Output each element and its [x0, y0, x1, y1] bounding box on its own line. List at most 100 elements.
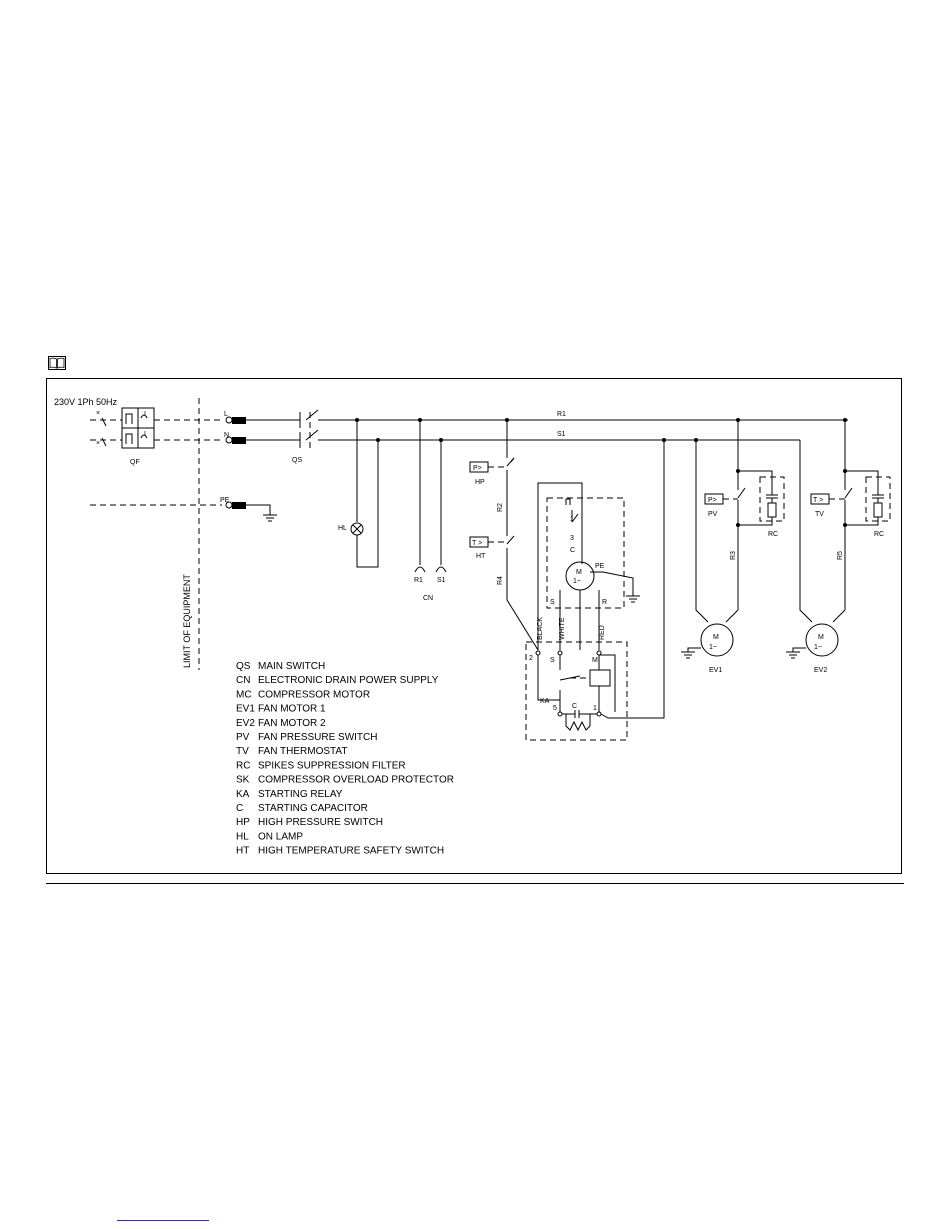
- svg-text:P>: P>: [708, 497, 717, 504]
- footer-rule: [46, 883, 904, 884]
- terminal-block: L N PE: [220, 411, 277, 522]
- on-lamp-hl: HL: [338, 420, 379, 568]
- legend-description: STARTING CAPACITOR: [258, 803, 368, 814]
- svg-text:RC: RC: [874, 531, 884, 538]
- manual-book-icon: [48, 356, 66, 370]
- main-switch-qs: QS: [292, 409, 319, 464]
- legend-description: MAIN SWITCH: [258, 661, 325, 672]
- svg-text:3: 3: [570, 535, 574, 542]
- legend-description: SPIKES SUPPRESSION FILTER: [258, 760, 406, 771]
- svg-text:1~: 1~: [814, 644, 822, 651]
- svg-text:C: C: [570, 547, 575, 554]
- legend-code: EV2: [236, 718, 255, 729]
- legend-code: RC: [236, 760, 250, 771]
- limit-of-equipment-label: LIMIT OF EQUIPMENT: [182, 574, 192, 668]
- svg-text:1~: 1~: [573, 578, 581, 585]
- fan-motor-ev1: M 1~ EV1: [681, 440, 739, 674]
- svg-text:PE: PE: [220, 497, 230, 504]
- svg-text:BLACK: BLACK: [537, 617, 544, 640]
- svg-text:R1: R1: [414, 577, 423, 584]
- qf-label: QF: [130, 459, 140, 466]
- spike-filter-rc-1: RC: [736, 469, 785, 538]
- svg-text:S1: S1: [557, 431, 566, 438]
- svg-text:M: M: [818, 634, 824, 641]
- legend-code: PV: [236, 732, 250, 743]
- legend-description: FAN MOTOR 2: [258, 718, 326, 729]
- svg-text:WHITE: WHITE: [559, 617, 566, 640]
- svg-text:T >: T >: [472, 540, 482, 547]
- svg-text:R: R: [602, 599, 607, 606]
- svg-text:S: S: [550, 657, 555, 664]
- legend-code: TV: [236, 746, 249, 757]
- legend-description: COMPRESSOR OVERLOAD PROTECTOR: [258, 775, 454, 786]
- legend-description: COMPRESSOR MOTOR: [258, 689, 370, 700]
- svg-text:C: C: [572, 703, 577, 710]
- legend-code: HT: [236, 846, 249, 857]
- wiring-diagram-frame: 230V 1Ph 50Hz × × I I QF LIMIT OF EQUIPM…: [46, 378, 902, 874]
- svg-text:N: N: [224, 432, 229, 439]
- svg-text:HP: HP: [475, 479, 485, 486]
- svg-text:R1: R1: [557, 411, 566, 418]
- svg-text:I: I: [144, 411, 146, 418]
- legend-description: ON LAMP: [258, 831, 303, 842]
- fan-pressure-switch-pv: P> PV R3: [704, 420, 746, 610]
- legend-description: FAN PRESSURE SWITCH: [258, 732, 377, 743]
- legend-description: FAN MOTOR 1: [258, 704, 326, 715]
- supply-label: 230V 1Ph 50Hz: [54, 397, 118, 407]
- compressor-motor: 1 3 C M 1~ PE S R BLACK WHITE RED: [537, 482, 640, 650]
- starting-relay-ka: 2 S M KA 5 1 C: [525, 440, 665, 741]
- legend-code: CN: [236, 675, 250, 686]
- breaker-qf: × × I I QF: [90, 407, 222, 506]
- svg-text:L: L: [224, 411, 228, 418]
- drain-power-supply-cn: R1 S1 CN: [414, 420, 447, 602]
- svg-text:S: S: [550, 599, 555, 606]
- fan-motor-ev2: M 1~ EV2: [786, 440, 846, 674]
- svg-text:HT: HT: [476, 553, 486, 560]
- svg-text:M: M: [592, 657, 598, 664]
- legend-code: KA: [236, 789, 250, 800]
- legend-description: ELECTRONIC DRAIN POWER SUPPLY: [258, 675, 439, 686]
- legend-code: SK: [236, 775, 250, 786]
- legend-code: QS: [236, 661, 251, 672]
- fan-thermostat-tv: T > TV R5: [810, 420, 853, 610]
- svg-text:2: 2: [529, 655, 533, 662]
- legend-code: MC: [236, 689, 252, 700]
- svg-text:R3: R3: [730, 551, 737, 560]
- svg-text:R5: R5: [837, 551, 844, 560]
- svg-text:M: M: [713, 634, 719, 641]
- svg-text:TV: TV: [815, 511, 824, 518]
- component-legend: QS MAIN SWITCH CN ELECTRONIC DRAIN POWER SU…: [236, 661, 454, 857]
- legend-code: HP: [236, 817, 250, 828]
- svg-text:1: 1: [593, 705, 597, 712]
- legend-code: HL: [236, 831, 249, 842]
- svg-text:5: 5: [553, 705, 557, 712]
- svg-text:RC: RC: [768, 531, 778, 538]
- svg-text:I: I: [144, 431, 146, 438]
- svg-text:P>: P>: [473, 465, 482, 472]
- legend-description: STARTING RELAY: [258, 789, 343, 800]
- svg-text:QS: QS: [292, 457, 302, 464]
- legend-code: C: [236, 803, 243, 814]
- legend-description: FAN THERMOSTAT: [258, 746, 347, 757]
- svg-text:×: ×: [96, 440, 100, 447]
- svg-text:HL: HL: [338, 525, 347, 532]
- wiring-diagram: 230V 1Ph 50Hz × × I I QF LIMIT OF EQUIPM…: [54, 397, 891, 857]
- svg-text:EV1: EV1: [709, 667, 722, 674]
- legend-description: HIGH PRESSURE SWITCH: [258, 817, 383, 828]
- high-pressure-switch-hp: P> HP R2: [469, 420, 515, 536]
- svg-text:×: ×: [96, 410, 100, 417]
- svg-text:1: 1: [570, 516, 574, 523]
- svg-text:T >: T >: [813, 497, 823, 504]
- spike-filter-rc-2: RC: [843, 469, 891, 538]
- footer-link-underline[interactable]: [117, 1220, 209, 1221]
- legend-code: EV1: [236, 704, 255, 715]
- svg-text:KA: KA: [540, 698, 550, 705]
- svg-text:1~: 1~: [709, 644, 717, 651]
- svg-text:PV: PV: [708, 511, 718, 518]
- svg-text:EV2: EV2: [814, 667, 827, 674]
- legend-description: HIGH TEMPERATURE SAFETY SWITCH: [258, 846, 444, 857]
- svg-text:PE: PE: [595, 563, 605, 570]
- svg-text:M: M: [576, 569, 582, 576]
- svg-text:CN: CN: [423, 595, 433, 602]
- svg-text:S1: S1: [437, 577, 446, 584]
